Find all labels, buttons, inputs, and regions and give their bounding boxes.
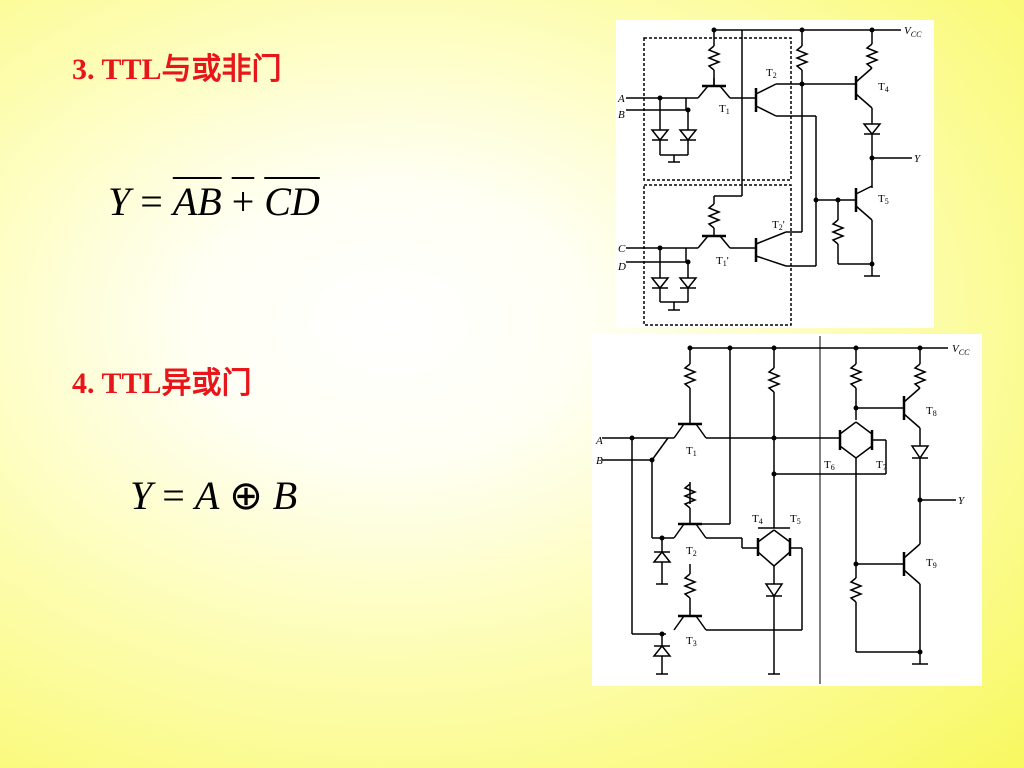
t7-label: T7 [876, 459, 887, 472]
t6-label: T6 [824, 459, 835, 472]
input-a-label: A [617, 93, 625, 105]
formula-lhs: Y [108, 179, 131, 224]
formula-equals: = [140, 179, 163, 224]
output-y-label: Y [914, 153, 922, 165]
t4-label: T4 [878, 81, 889, 94]
t2-label: T2 [766, 67, 777, 80]
t4-label: T4 [752, 513, 763, 526]
formula-b: B [272, 473, 298, 518]
t9-label: T9 [926, 557, 937, 570]
and-or-invert-formula: Y=AB+CD [108, 178, 320, 225]
formula-overline-expr: AB+CD [173, 179, 320, 224]
t2-prime-label: T2' [772, 219, 785, 232]
vcc-label: VCC [952, 343, 970, 357]
section3-title: 3. TTL与或非门 [72, 53, 282, 86]
input-a-label: A [595, 435, 603, 447]
t1-label: T1 [719, 103, 730, 116]
output-y-label: Y [958, 495, 966, 507]
t3-label: T3 [686, 635, 697, 648]
formula-term-cd: CD [264, 179, 320, 224]
t1-label: T1 [686, 445, 697, 458]
section4-title: 4. TTL异或门 [72, 367, 252, 400]
t5-label: T5 [878, 193, 889, 206]
formula-xor-symbol: ⊕ [229, 473, 263, 518]
t5-label: T5 [790, 513, 801, 526]
t1-prime-label: T1' [716, 255, 729, 268]
formula-plus: + [231, 179, 255, 224]
formula-lhs: Y [130, 473, 153, 518]
formula-equals: = [162, 473, 185, 518]
formula-term-ab: AB [172, 179, 222, 224]
input-c-label: C [618, 243, 626, 255]
input-d-label: D [617, 261, 626, 273]
t8-label: T8 [926, 405, 937, 418]
formula-a: A [194, 473, 220, 518]
xor-formula: Y=A⊕B [130, 472, 297, 519]
vcc-label: VCC [904, 25, 922, 39]
input-b-label: B [618, 109, 625, 121]
t2-label: T2 [686, 545, 697, 558]
input-b-label: B [596, 455, 603, 467]
